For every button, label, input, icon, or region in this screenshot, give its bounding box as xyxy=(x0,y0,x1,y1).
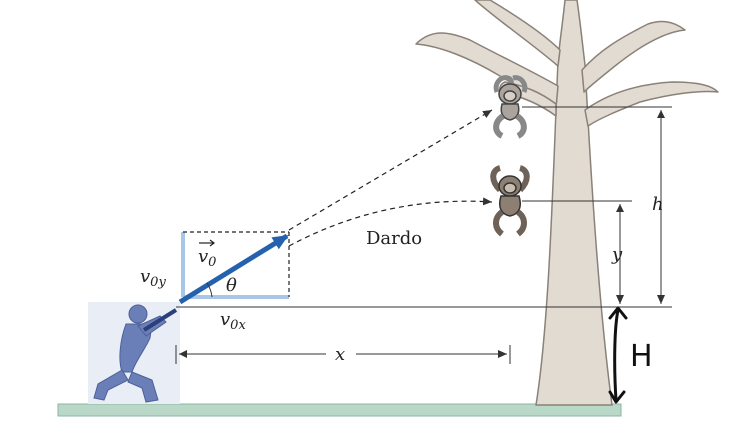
initial-velocity-arrow xyxy=(178,233,289,305)
h-label: h xyxy=(652,194,664,215)
velocity-components xyxy=(181,231,290,299)
ground xyxy=(57,403,622,417)
tree-icon xyxy=(415,0,719,406)
person-shooting-icon xyxy=(88,302,180,404)
handwritten-H-arrow xyxy=(608,306,628,404)
v0-vector-tip xyxy=(209,239,215,247)
angle-arc xyxy=(206,282,213,298)
dart-trajectory xyxy=(288,197,493,247)
y-label: y xyxy=(611,244,623,265)
dart-label: Dardo xyxy=(366,228,422,249)
monkey-falling-icon xyxy=(490,165,530,237)
v0y-label: v0y xyxy=(140,266,166,290)
theta-label: θ xyxy=(226,275,237,296)
v0-label: v0 xyxy=(198,246,216,270)
v0x-label: v0x xyxy=(220,309,246,333)
handwritten-H-label: H xyxy=(630,339,653,374)
aim-line xyxy=(288,109,493,231)
monkey-hanging-icon xyxy=(493,75,528,139)
x-label: x xyxy=(335,344,345,365)
